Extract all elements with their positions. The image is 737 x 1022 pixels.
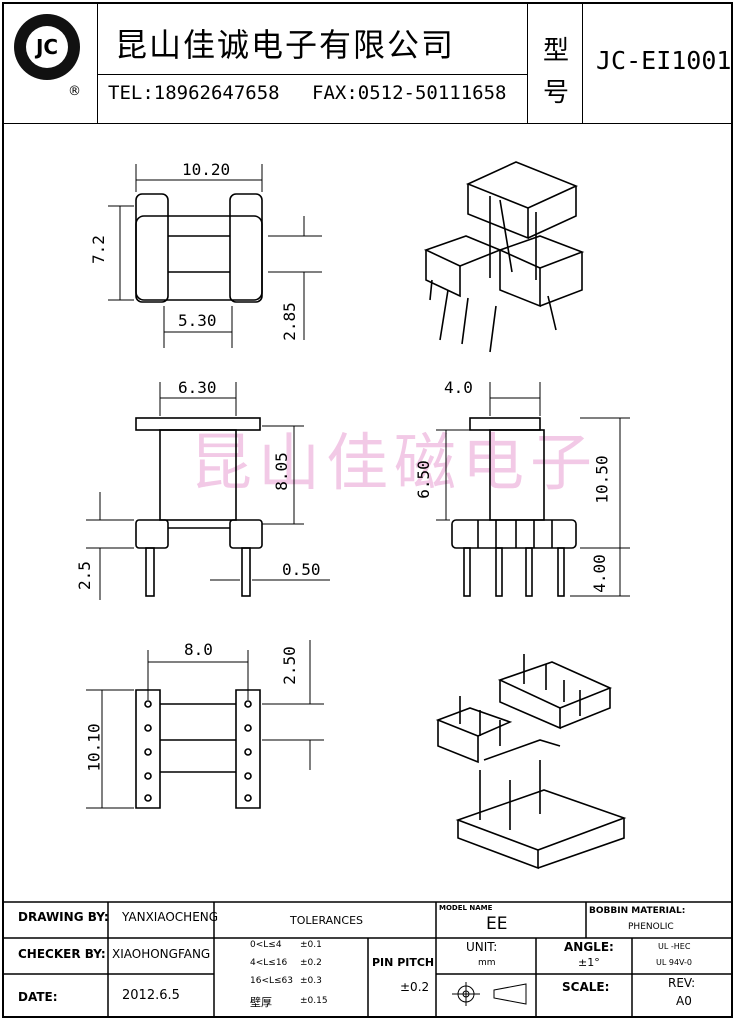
tolerances-label: TOLERANCES [290, 914, 364, 927]
tolerance-value-4: ±0.15 [300, 996, 328, 1006]
dim-top-width: 10.20 [182, 160, 231, 179]
tolerance-value-1: ±0.1 [300, 940, 322, 950]
part-number: JC-EI1001 [596, 46, 732, 75]
tolerance-value-2: ±0.2 [300, 958, 322, 968]
ul-rating-1: UL -HEC [658, 942, 691, 951]
tolerance-range-3: 16<L≤63 [250, 976, 294, 986]
logo-text: JC [26, 26, 68, 68]
type-label-1: 型 [543, 36, 570, 66]
dim-front-height: 8.05 [271, 452, 291, 491]
drawing-by-value: YANXIAOCHENG [122, 910, 219, 924]
drawing-by-label: DRAWING BY: [18, 910, 109, 924]
dim-top-inner-width: 5.30 [178, 311, 217, 330]
front-view [86, 382, 330, 600]
dim-side-total-height: 10.50 [592, 455, 612, 504]
pin-pitch-label: PIN PITCH [372, 956, 435, 969]
ul-rating-2: UL 94V-0 [656, 958, 693, 967]
rev-label: REV: [668, 976, 696, 990]
bobbin-material-label: BOBBIN MATERIAL: [589, 906, 686, 916]
tolerance-range-4: 壁厚 [250, 996, 272, 1009]
model-name-label: MODEL NAME [439, 904, 493, 912]
checker-by-label: CHECKER BY: [18, 947, 106, 961]
isometric-view-2 [435, 654, 627, 870]
dim-top-slot: 2.85 [279, 302, 299, 341]
dim-bottom-height: 10.10 [84, 723, 104, 772]
tolerance-range-2: 4<L≤16 [250, 958, 288, 968]
phone-number: TEL:18962647658 [108, 82, 280, 104]
title-block-grid [4, 901, 733, 1018]
date-label: DATE: [18, 990, 58, 1004]
fax-number: FAX:0512-50111658 [312, 82, 507, 104]
checker-by-value: XIAOHONGFANG [112, 947, 211, 961]
dim-top-height: 7.2 [88, 235, 108, 264]
company-name: 昆山佳诚电子有限公司 [115, 26, 456, 64]
bottom-view [86, 640, 324, 809]
dim-bottom-pitch: 2.50 [279, 646, 299, 685]
model-name-value: EE [486, 914, 508, 934]
dim-side-inner-height: 6.50 [413, 460, 433, 499]
dim-bottom-pitch-row: 8.0 [184, 640, 213, 659]
scale-label: SCALE: [562, 980, 610, 994]
isometric-view-1 [423, 161, 585, 353]
unit-value: mm [478, 958, 496, 968]
watermark: 昆山佳磁电子 [190, 426, 599, 499]
dim-side-width: 4.0 [444, 378, 473, 397]
angle-value: ±1° [578, 956, 600, 969]
dim-front-pin-dia: 0.50 [282, 560, 321, 579]
header-divider [582, 4, 583, 124]
header-bottom-rule [4, 123, 733, 124]
dim-side-pin-length: 4.00 [589, 554, 609, 593]
header-divider [97, 74, 527, 75]
company-logo: JC [14, 14, 80, 80]
side-view [436, 382, 630, 597]
header-divider [527, 4, 528, 124]
rev-value: A0 [676, 994, 692, 1008]
date-value: 2012.6.5 [122, 988, 180, 1003]
bobbin-material-value: PHENOLIC [628, 922, 674, 932]
header-divider [97, 4, 98, 124]
pin-pitch-value: ±0.2 [400, 980, 430, 994]
registered-mark: ® [68, 84, 81, 99]
angle-label: ANGLE: [564, 940, 614, 954]
dim-front-pin: 2.5 [74, 561, 94, 590]
top-view [108, 164, 322, 348]
dim-front-flange: 6.30 [178, 378, 217, 397]
tolerance-range-1: 0<L≤4 [250, 940, 282, 950]
unit-label: UNIT: [466, 940, 498, 954]
tolerance-value-3: ±0.3 [300, 976, 322, 986]
type-label-2: 号 [543, 78, 570, 108]
projection-symbol [452, 982, 527, 1006]
